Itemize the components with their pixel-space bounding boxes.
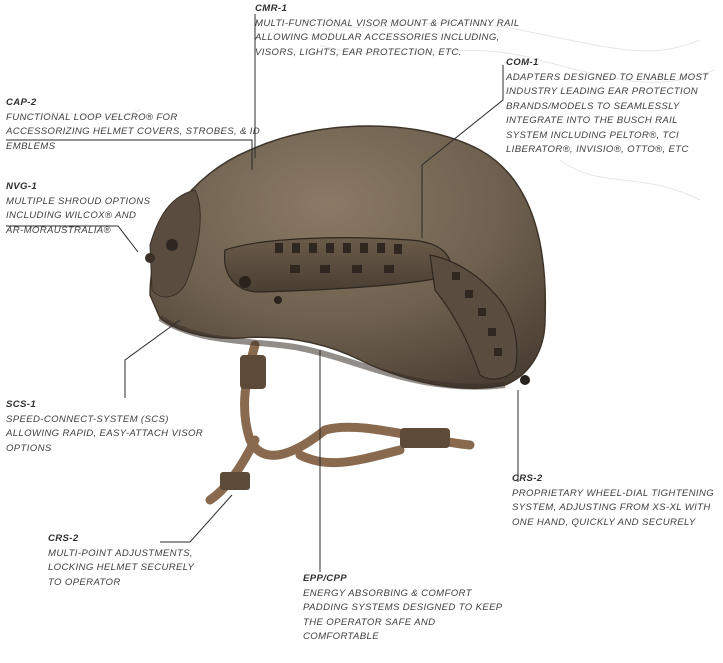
callout-desc: MULTIPLE SHROUD OPTIONS INCLUDING WILCOX… [6,195,151,236]
callout-scs1: SCS-1 SPEED-CONNECT-SYSTEM (SCS) ALLOWIN… [6,398,206,456]
callout-desc: ADAPTERS DESIGNED TO ENABLE MOST INDUSTR… [506,71,709,156]
com-adapter [429,254,530,385]
callout-desc: SPEED-CONNECT-SYSTEM (SCS) ALLOWING RAPI… [6,413,204,454]
callout-crs2-left: CRS-2 MULTI-POINT ADJUSTMENTS, LOCKING H… [48,532,198,590]
callout-nvg1: NVG-1 MULTIPLE SHROUD OPTIONS INCLUDING … [6,180,156,238]
nvg-shroud [145,189,201,298]
callout-com1: COM-1 ADAPTERS DESIGNED TO ENABLE MOST I… [506,56,718,158]
callout-code: COM-1 [506,57,539,68]
picatinny-rail [223,237,452,304]
callout-code: CRS-2 [48,533,79,544]
callout-desc: ENERGY ABSORBING & COMFORT PADDING SYSTE… [303,587,503,643]
callout-desc: FUNCTIONAL LOOP VELCRO® FOR ACCESSORIZIN… [6,111,261,152]
leader-lines [6,14,519,572]
callout-eppcpp: EPP/CPP ENERGY ABSORBING & COMFORT PADDI… [303,572,508,645]
callout-cap2: CAP-2 FUNCTIONAL LOOP VELCRO® FOR ACCESS… [6,96,261,154]
callout-code: CRS-2 [512,473,543,484]
callout-desc: MULTI-POINT ADJUSTMENTS, LOCKING HELMET … [48,547,195,588]
callout-code: CAP-2 [6,97,37,108]
callout-crs2-right: CRS-2 PROPRIETARY WHEEL-DIAL TIGHTENING … [512,472,717,530]
callout-code: EPP/CPP [303,573,348,584]
callout-code: NVG-1 [6,181,38,192]
callout-desc: MULTI-FUNCTIONAL VISOR MOUNT & PICATINNY… [255,17,520,58]
topographic-background [19,19,716,201]
callout-desc: PROPRIETARY WHEEL-DIAL TIGHTENING SYSTEM… [512,487,715,528]
callout-code: CMR-1 [255,3,288,14]
callout-cmr1: CMR-1 MULTI-FUNCTIONAL VISOR MOUNT & PIC… [255,2,525,60]
strap-buckles [220,355,450,490]
callout-code: SCS-1 [6,399,37,410]
